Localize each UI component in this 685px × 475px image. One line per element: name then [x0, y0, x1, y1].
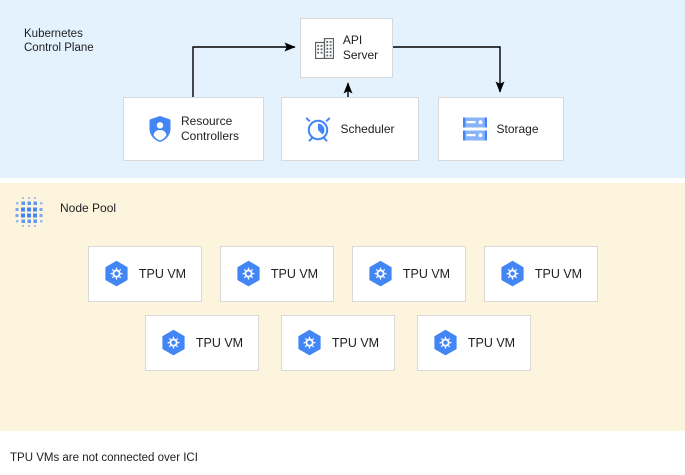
- tpu-vm-card[interactable]: TPU VM: [145, 315, 259, 371]
- compute-engine-hex-icon: [297, 329, 322, 357]
- compute-engine-hex-icon: [500, 260, 525, 288]
- compute-engine-hex-icon: [236, 260, 261, 288]
- tpu-vm-label: TPU VM: [270, 267, 319, 281]
- tpu-vm-label: TPU VM: [402, 267, 451, 281]
- shield-user-icon: [148, 115, 172, 143]
- node-resource-controllers[interactable]: Resource Controllers: [123, 97, 264, 161]
- node-label: Storage: [496, 121, 539, 136]
- dot-grid-icon: [12, 194, 46, 228]
- node-label: API Server: [342, 33, 379, 62]
- node-pool-region: [0, 183, 685, 431]
- control-plane-title: Kubernetes Control Plane: [24, 28, 94, 54]
- tpu-vm-label: TPU VM: [138, 267, 187, 281]
- compute-engine-hex-icon: [161, 329, 186, 357]
- server-rack-icon: [463, 116, 488, 142]
- node-label: Scheduler: [340, 121, 395, 136]
- footer-note: TPU VMs are not connected over ICI: [10, 452, 198, 464]
- tpu-vm-card[interactable]: TPU VM: [417, 315, 531, 371]
- tpu-vm-label: TPU VM: [534, 267, 583, 281]
- node-pool-title: Node Pool: [60, 201, 117, 215]
- tpu-vm-card[interactable]: TPU VM: [352, 246, 466, 302]
- node-label: Resource Controllers: [180, 114, 240, 143]
- office-building-icon: [314, 37, 334, 59]
- tpu-vm-card[interactable]: TPU VM: [484, 246, 598, 302]
- compute-engine-hex-icon: [433, 329, 458, 357]
- tpu-vm-card[interactable]: TPU VM: [220, 246, 334, 302]
- tpu-vm-card[interactable]: TPU VM: [88, 246, 202, 302]
- compute-engine-hex-icon: [368, 260, 393, 288]
- node-scheduler[interactable]: Scheduler: [281, 97, 419, 161]
- node-storage[interactable]: Storage: [438, 97, 564, 161]
- tpu-vm-label: TPU VM: [195, 336, 244, 350]
- compute-engine-hex-icon: [104, 260, 129, 288]
- tpu-vm-label: TPU VM: [467, 336, 516, 350]
- tpu-vm-label: TPU VM: [331, 336, 380, 350]
- alarm-clock-icon: [305, 116, 331, 142]
- node-api-server[interactable]: API Server: [300, 18, 393, 78]
- tpu-vm-card[interactable]: TPU VM: [281, 315, 395, 371]
